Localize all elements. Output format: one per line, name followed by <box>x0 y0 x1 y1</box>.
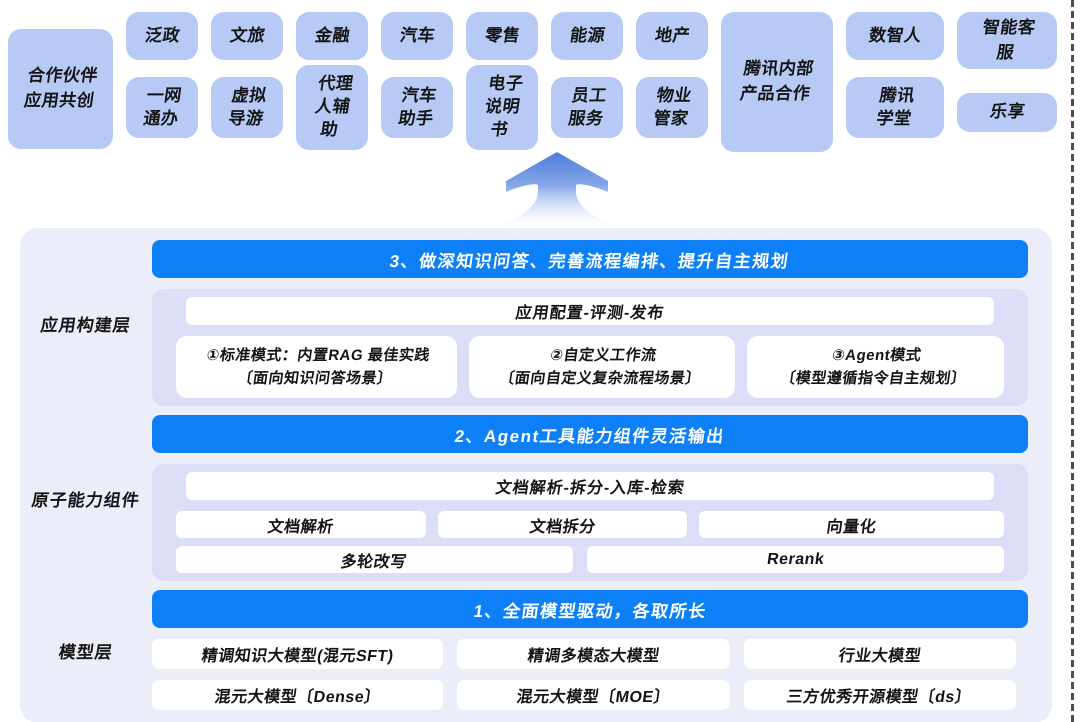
banner-app-build: 3、做深知识问答、完善流程编排、提升自主规划 <box>152 240 1028 278</box>
layer-atomic-components: 原子能力组件 2、Agent工具能力组件灵活输出 文档解析-拆分-入库-检索 文… <box>20 415 1052 581</box>
up-arrow-icon <box>489 152 625 228</box>
column-dichan: 地产 物业 管家 <box>636 12 708 155</box>
right-dashed-border <box>1071 0 1074 722</box>
banner-atomic: 2、Agent工具能力组件灵活输出 <box>152 415 1028 453</box>
product-label: 乐享 <box>988 101 1026 121</box>
column-nengyuan: 能源 员工 服务 <box>551 12 623 155</box>
column-lingshou: 零售 电子 说明 书 <box>466 12 538 155</box>
bar-app-config: 应用配置-评测-发布 <box>186 297 994 325</box>
scenario-label: 代理 人辅 助 <box>313 74 355 139</box>
model-box-opensource-ds: 三方优秀开源模型〔ds〕 <box>743 680 1016 710</box>
product-label: 腾讯 学堂 <box>874 85 916 128</box>
scenario-box-qichezhushou: 汽车 助手 <box>381 76 453 139</box>
scenario-label: 汽车 助手 <box>396 85 438 128</box>
scenario-label: 物业 管家 <box>651 85 693 128</box>
model-box-hunyuan-dense: 混元大模型〔Dense〕 <box>152 680 444 710</box>
subpanel-atomic: 文档解析-拆分-入库-检索 文档解析 文档拆分 向量化 多轮改写 Rerank <box>152 464 1028 581</box>
column-wenlv: 文旅 虚拟 导游 <box>211 12 283 155</box>
tencent-internal-box: 腾讯内部 产品合作 <box>721 12 833 152</box>
product-label: 数智人 <box>867 25 923 45</box>
industry-label: 文旅 <box>228 25 266 45</box>
partner-cocreation-label: 合作伙伴 应用共创 <box>22 66 99 110</box>
scenario-box-dianzishuomingshu: 电子 说明 书 <box>466 65 538 150</box>
layer-models: 模型层 1、全面模型驱动，各取所长 精调知识大模型(混元SFT) 精调多模态大模… <box>20 590 1052 710</box>
atom-box-multiturn-rewrite: 多轮改写 <box>176 546 573 573</box>
model-box-multimodal: 精调多模态大模型 <box>457 639 730 669</box>
atom-box-doc-split: 文档拆分 <box>437 511 688 538</box>
product-box-tengxunxuetang: 腾讯 学堂 <box>846 76 944 139</box>
model-box-industry: 行业大模型 <box>743 639 1016 669</box>
tencent-internal-label: 腾讯内部 产品合作 <box>739 59 816 103</box>
column-jinrong: 金融 代理 人辅 助 <box>296 12 368 155</box>
product-label: 智能客 服 <box>981 18 1037 62</box>
column-zhinengkefu: 智能客 服 乐享 <box>957 12 1057 155</box>
scenario-label: 一网 通办 <box>141 85 183 128</box>
scenario-label: 员工 服务 <box>566 85 608 128</box>
industry-label: 零售 <box>483 25 521 45</box>
partner-cocreation-box: 合作伙伴 应用共创 <box>8 29 113 149</box>
scenario-box-xunidaoyou: 虚拟 导游 <box>211 76 283 139</box>
layer-app-build: 应用构建层 3、做深知识问答、完善流程编排、提升自主规划 应用配置-评测-发布 … <box>20 240 1052 406</box>
industry-box-nengyuan: 能源 <box>551 12 623 60</box>
industry-box-qiche: 汽车 <box>381 12 453 60</box>
industry-box-wenlv: 文旅 <box>211 12 283 60</box>
industry-box-jinrong: 金融 <box>296 12 368 60</box>
atom-box-vectorize: 向量化 <box>699 511 1004 538</box>
mode-box-agent: ③Agent模式 〔模型遵循指令自主规划〕 <box>746 336 1004 398</box>
layer-app-build-label: 应用构建层 <box>39 315 133 335</box>
scenario-label: 电子 说明 书 <box>483 74 525 139</box>
atom-box-doc-parse: 文档解析 <box>176 511 426 538</box>
scenario-box-yiwangtongban: 一网 通办 <box>126 76 198 139</box>
industry-label: 地产 <box>653 25 691 45</box>
industry-box-dichan: 地产 <box>636 12 708 60</box>
column-qiche: 汽车 汽车 助手 <box>381 12 453 155</box>
scenario-box-yuangongfuwu: 员工 服务 <box>551 76 623 139</box>
scenario-label: 虚拟 导游 <box>226 85 268 128</box>
mode-box-custom-workflow: ②自定义工作流 〔面向自定义复杂流程场景〕 <box>469 336 735 398</box>
scenario-box-dailirenfuzhu: 代理 人辅 助 <box>296 65 368 150</box>
banner-models: 1、全面模型驱动，各取所长 <box>152 590 1028 628</box>
subpanel-app-build: 应用配置-评测-发布 ①标准模式：内置RAG 最佳实践 〔面向知识问答场景〕 ②… <box>152 289 1028 406</box>
product-box-shuzhiren: 数智人 <box>846 12 944 60</box>
industry-label: 泛政 <box>143 25 181 45</box>
column-fanzheng: 泛政 一网 通办 <box>126 12 198 155</box>
bar-doc-pipeline: 文档解析-拆分-入库-检索 <box>186 472 994 500</box>
atom-box-rerank: Rerank <box>586 546 1004 573</box>
product-box-zhinengkefu: 智能客 服 <box>957 12 1057 70</box>
product-box-lexiang: 乐享 <box>957 92 1057 132</box>
top-band: 合作伙伴 应用共创 泛政 一网 通办 文旅 虚拟 导游 金融 代理 人辅 助 汽… <box>8 12 1057 157</box>
industry-box-fanzheng: 泛政 <box>126 12 198 60</box>
scenario-box-wuyeguanjia: 物业 管家 <box>636 76 708 139</box>
industry-label: 能源 <box>568 25 606 45</box>
column-shuzhiren: 数智人 腾讯 学堂 <box>846 12 944 155</box>
mode-box-standard: ①标准模式：内置RAG 最佳实践 〔面向知识问答场景〕 <box>176 336 458 398</box>
industry-label: 汽车 <box>398 25 436 45</box>
industry-label: 金融 <box>313 25 351 45</box>
platform-panel: 应用构建层 3、做深知识问答、完善流程编排、提升自主规划 应用配置-评测-发布 … <box>20 228 1052 722</box>
layer-atomic-label: 原子能力组件 <box>30 490 142 510</box>
model-box-sft: 精调知识大模型(混元SFT) <box>152 639 444 669</box>
industry-box-lingshou: 零售 <box>466 12 538 60</box>
model-box-hunyuan-moe: 混元大模型〔MOE〕 <box>457 680 730 710</box>
layer-models-label: 模型层 <box>57 642 115 662</box>
